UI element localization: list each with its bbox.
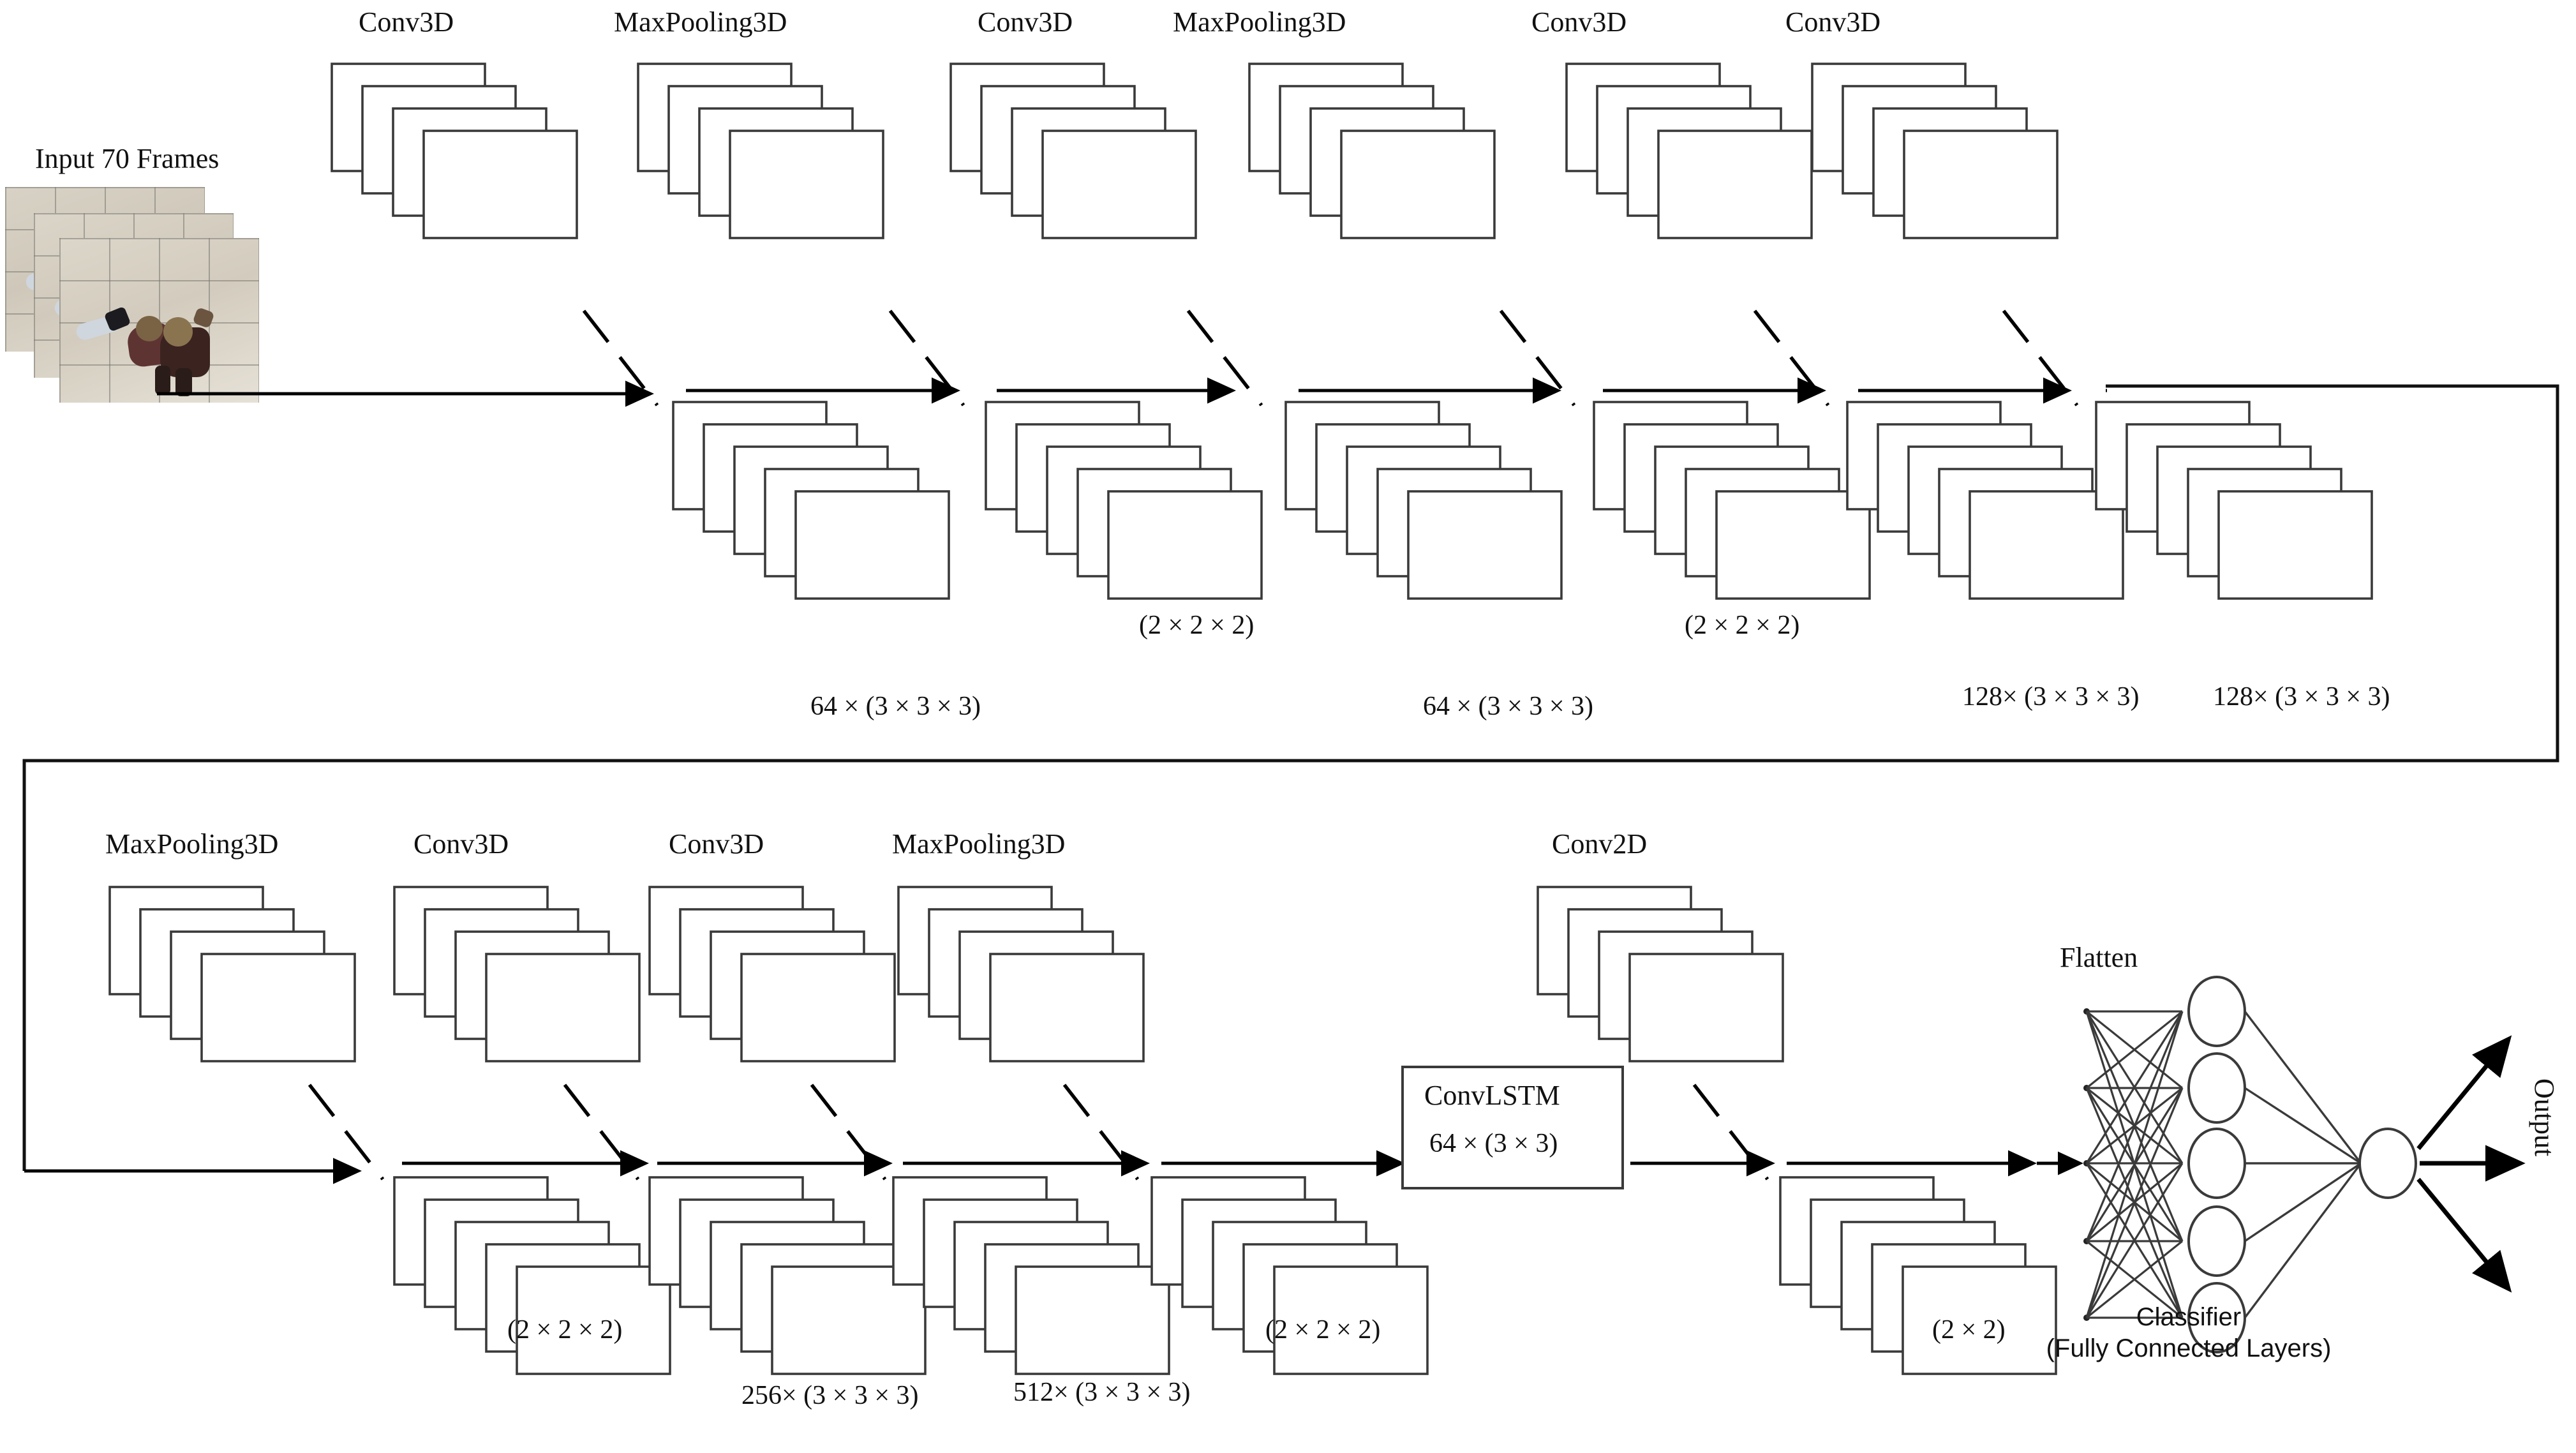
kernel-label-s3: 64 × (3 × 3 × 3) [1423,692,1594,721]
row1-lower-stack-3 [1284,401,1563,600]
row2-lower-stack-2 [648,1176,927,1375]
layer-type-label-s7: MaxPooling3D [105,828,279,860]
row2-upper-stack-5 [1537,886,1784,1062]
neuron-hidden-4 [2187,1205,2246,1277]
layer-type-label-s5: Conv3D [1531,6,1627,38]
convlstm-box [1401,1066,1624,1189]
pool-size-label-s2: (2 × 2 × 2) [1139,611,1254,640]
row2-lower-stack-3 [892,1176,1170,1375]
row2-upper-stack-4 [897,886,1145,1062]
pool-size-label-s4: (2 × 2 × 2) [1685,611,1800,640]
row2-upper-stack-3 [648,886,896,1062]
layer-type-label-s10: MaxPooling3D [892,828,1066,860]
row1-upper-stack-2 [637,63,884,239]
row-wrap-connector [22,384,2559,1171]
output-arrows [2416,1035,2526,1293]
convlstm-name-label: ConvLSTM [1424,1080,1560,1111]
layer-type-label-s3: Conv3D [978,6,1073,38]
layer-type-label-s8: Conv3D [413,828,509,860]
output-arrow-down [2416,1177,2512,1293]
kernel-label-s1: 64 × (3 × 3 × 3) [810,692,981,721]
pool-size-label-s7: (2 × 2 × 2) [507,1315,623,1345]
row1-lower-stack-2 [985,401,1263,600]
row1-lower-stack-6 [2095,401,2373,600]
neuron-hidden-3 [2187,1128,2246,1199]
classifier-label: Classifier (Fully Connected Layers) [2046,1303,2332,1362]
input-frames-label: Input 70 Frames [35,143,220,174]
kernel-label-s8: 256× (3 × 3 × 3) [741,1381,919,1410]
layer-type-label-s6: Conv3D [1785,6,1881,38]
convlstm-kernel-label: 64 × (3 × 3) [1429,1129,1558,1158]
row1-upper-stack-3 [949,63,1197,239]
flatten-label: Flatten [2060,942,2138,973]
output-label: Output [2529,1078,2560,1157]
neuron-hidden-1 [2187,976,2246,1047]
row2-upper-stack-1 [108,886,356,1062]
pool-size-label-s10: (2 × 2 × 2) [1265,1315,1381,1345]
neuron-output [2358,1128,2417,1199]
row1-upper-stack-6 [1811,63,2059,239]
row1-lower-stack-1 [672,401,950,600]
row1-upper-stack-4 [1248,63,1496,239]
neuron-hidden-2 [2187,1052,2246,1124]
input-frame-front [59,238,259,403]
row2-dashed-separators [308,1084,1769,1181]
layer-type-label-s1: Conv3D [359,6,454,38]
row1-dashed-separators [582,309,2079,406]
row1-lower-stack-5 [1846,401,2124,600]
fc-edges-flatten-hidden [2085,1010,2184,1319]
layer-type-label-s9: Conv3D [669,828,764,860]
layer-type-label-s4: MaxPooling3D [1173,6,1346,38]
layer-type-label-s11: Conv2D [1552,828,1648,860]
kernel-label-s5: 128× (3 × 3 × 3) [1962,682,2140,712]
layer-type-label-s2: MaxPooling3D [614,6,787,38]
pool-size-label-s11: (2 × 2) [1932,1315,2006,1345]
row2-upper-stack-2 [393,886,641,1062]
kernel-label-s9: 512× (3 × 3 × 3) [1013,1378,1191,1407]
row1-upper-stack-1 [331,63,578,239]
kernel-label-s6: 128× (3 × 3 × 3) [2213,682,2390,712]
output-arrow-up [2416,1035,2512,1151]
fc-edges-hidden-output [2244,1010,2362,1319]
row2-lower-stack-5 [1779,1176,2057,1375]
row1-lower-stack-4 [1593,401,1871,600]
hidden-layer-neurons [2187,976,2246,1353]
row1-upper-stack-5 [1565,63,1813,239]
